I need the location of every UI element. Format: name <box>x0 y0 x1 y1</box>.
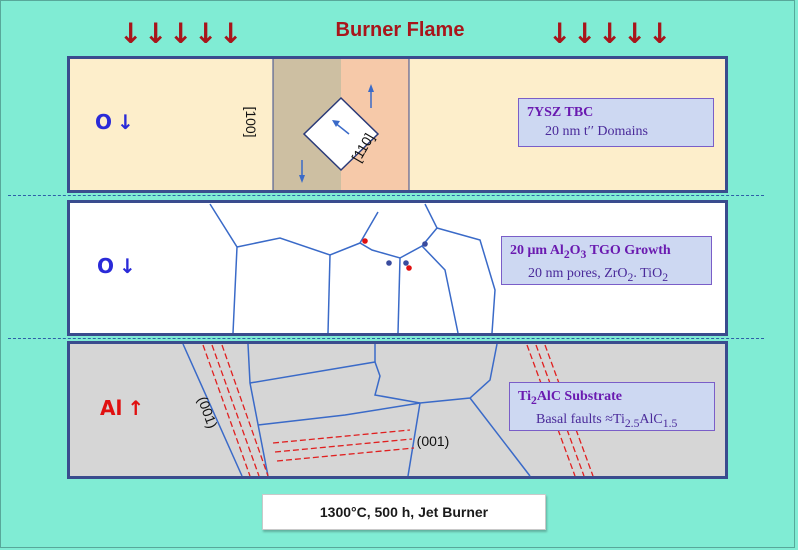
flame-arrow-left-1: ↓ <box>119 17 143 50</box>
flame-arrow-right-3: ↓ <box>598 17 622 50</box>
substrate-aluminum-label: Al↑ <box>100 396 145 420</box>
up-arrow-head <box>368 84 374 92</box>
interface-dashed-line-top <box>8 195 764 196</box>
flame-arrow-left-3: ↓ <box>169 17 193 50</box>
tbc-oxygen-label: O↓ <box>95 110 134 134</box>
interface-dashed-line-bottom <box>8 338 764 339</box>
unit-cell-diamond <box>302 96 380 172</box>
cell-arrow-head <box>332 120 340 127</box>
tbc-info-subtitle: 20 nm t′′ Domains <box>545 124 648 139</box>
flame-arrow-right-2: ↓ <box>573 17 597 50</box>
tgo-info-box: 20 μm Al2O3 TGO Growth 20 nm pores, ZrO2… <box>501 236 712 285</box>
tgo-info-subtitle: 20 nm pores, ZrO2. TiO2 <box>528 265 669 284</box>
flame-arrow-left-2: ↓ <box>144 17 168 50</box>
down-arrow-head <box>299 175 305 183</box>
tgo-particle-blue-1 <box>422 241 428 247</box>
tgo-particle-red-1 <box>362 238 368 244</box>
tgo-grain-boundaries <box>209 203 496 334</box>
substrate-info-title: Ti2AlC Substrate <box>518 389 622 407</box>
tgo-particle-red-2 <box>406 265 412 271</box>
burner-flame-title: Burner Flame <box>335 19 465 41</box>
flame-arrow-right-5: ↓ <box>648 17 672 50</box>
flame-arrow-right-1: ↓ <box>548 17 572 50</box>
basal-faults <box>202 344 594 477</box>
substrate-info-box: Ti2AlC Substrate Basal faults ≈Ti2.5AlC1… <box>509 382 715 431</box>
flame-arrow-left-4: ↓ <box>194 17 218 50</box>
label-001-rotated: (001) <box>195 394 221 430</box>
substrate-grain-boundaries <box>182 343 531 477</box>
tgo-info-title: 20 μm Al2O3 TGO Growth <box>510 243 671 261</box>
tgo-particle-blue-3 <box>403 260 409 266</box>
flame-arrow-left-5: ↓ <box>219 17 243 50</box>
tbc-info-box: 7YSZ TBC 20 nm t′′ Domains <box>518 98 714 147</box>
substrate-info-subtitle: Basal faults ≈Ti2.5AlC1.5 <box>536 411 678 430</box>
label-100: [100] <box>243 106 259 137</box>
tbc-info-title: 7YSZ TBC <box>527 105 594 120</box>
label-001: (001) <box>417 433 450 449</box>
flame-arrow-right-4: ↓ <box>623 17 647 50</box>
tgo-particle-blue-2 <box>386 260 392 266</box>
tgo-oxygen-label: O↓ <box>97 254 136 278</box>
conditions-caption: 1300°C, 500 h, Jet Burner <box>262 494 546 530</box>
